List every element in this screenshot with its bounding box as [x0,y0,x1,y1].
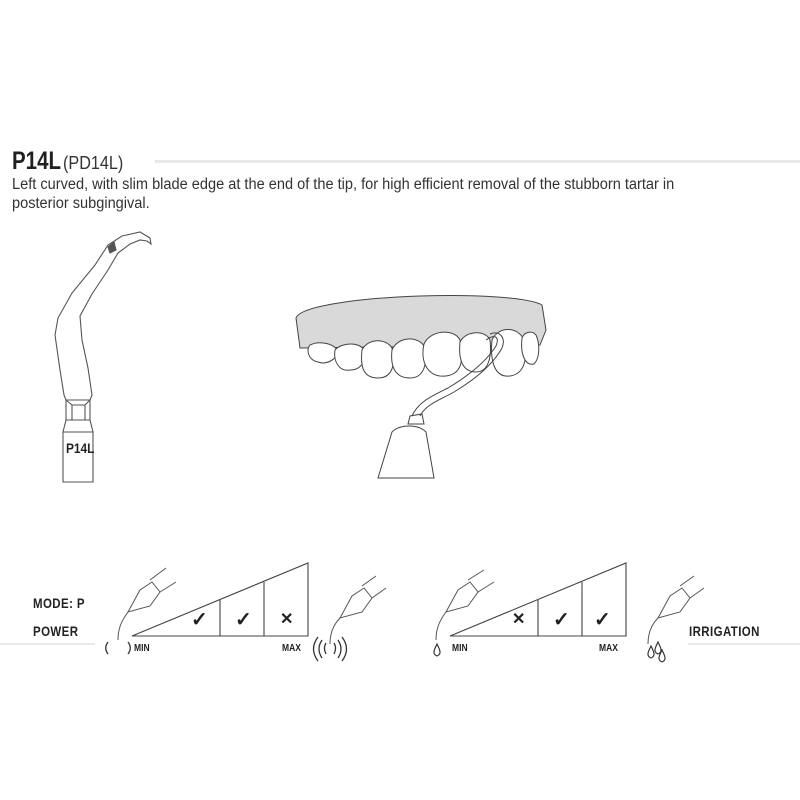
mode-label: MODE: P [33,595,85,611]
irrigation-cell-1-cross-icon: ✕ [512,611,526,628]
scaler-tip-icon [54,231,152,483]
teeth-with-scaler-icon [295,294,547,479]
power-max-handpiece-icon [329,575,387,645]
power-divider [0,643,95,645]
power-max-label: MAX [282,643,301,654]
power-cell-2-check-icon: ✓ [235,609,252,631]
irrigation-scale-chart [449,562,627,637]
high-vibration-icon [312,636,348,662]
power-min-label: MIN [134,643,150,654]
low-vibration-icon [105,641,131,655]
irrigation-min-handpiece-icon [435,569,495,641]
power-title: POWER [33,623,79,639]
model-code: P14L [12,147,62,175]
power-scale-chart [131,562,309,637]
multi-drop-icon [647,640,666,663]
power-cell-1-check-icon: ✓ [191,609,208,631]
single-drop-icon [433,642,441,657]
model-alt-code: (PD14L) [62,153,124,173]
power-min-handpiece-icon [117,567,177,641]
irrigation-title: IRRIGATION [689,623,760,639]
irrigation-cell-2-check-icon: ✓ [553,609,570,631]
power-cell-3-cross-icon: ✕ [280,611,294,628]
header-divider [155,160,800,163]
tip-label: P14L [66,440,94,456]
irrigation-min-label: MIN [452,643,468,654]
irrigation-cell-3-check-icon: ✓ [594,609,611,631]
irrigation-max-handpiece-icon [647,575,705,645]
irrigation-max-label: MAX [599,643,618,654]
product-title: P14L(PD14L) [12,148,130,176]
irrigation-divider [688,643,800,645]
product-description: Left curved, with slim blade edge at the… [12,176,675,212]
